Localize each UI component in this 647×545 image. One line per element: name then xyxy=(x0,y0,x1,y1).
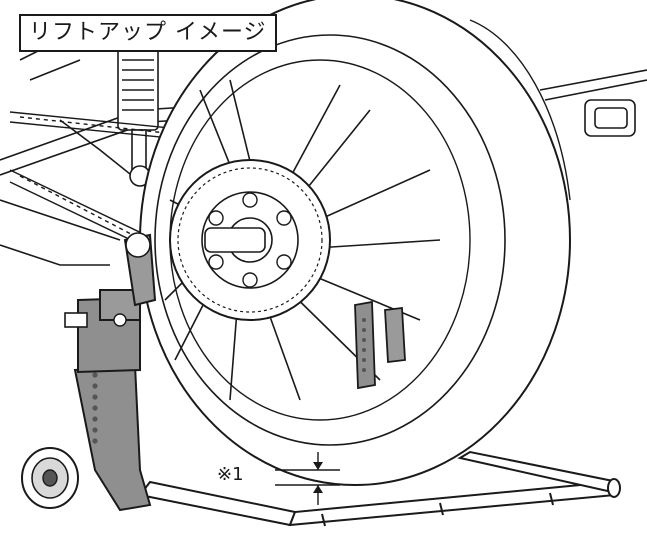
stand-upright xyxy=(64,232,157,512)
clearance-note-label: ※1 xyxy=(217,464,244,485)
rear-shock xyxy=(117,39,159,187)
stand-base-frame xyxy=(138,450,621,527)
up-down-arrow-icon xyxy=(313,462,323,493)
image-title-label: リフトアップ イメージ xyxy=(19,14,277,52)
stand-caster-wheel xyxy=(21,447,79,509)
stand-right-post xyxy=(354,300,406,390)
rear-sprocket xyxy=(169,159,331,321)
rear-fender xyxy=(539,69,647,137)
